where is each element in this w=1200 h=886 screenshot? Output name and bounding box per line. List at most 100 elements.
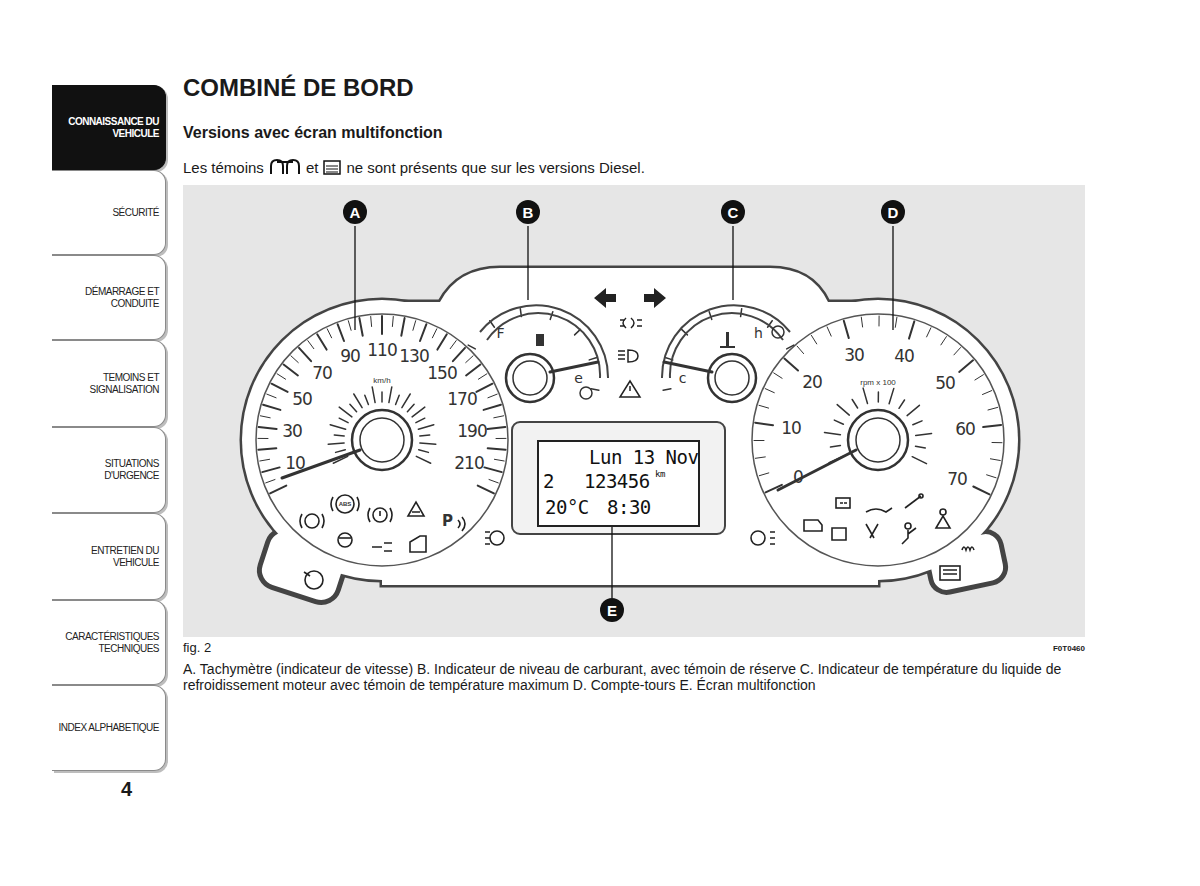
illustration-part [664, 362, 712, 372]
illustration-part [936, 516, 950, 528]
figure-caption: A. Tachymètre (indicateur de vitesse) B.… [183, 661, 1063, 693]
temp-mark: h [754, 325, 762, 341]
illustration-part [759, 405, 769, 408]
speed-number: 170 [447, 389, 476, 409]
parking-letter: P [442, 512, 452, 530]
illustration-part [419, 450, 429, 453]
display-text: km [655, 469, 665, 479]
illustration-part [370, 317, 372, 327]
illustration-part [466, 356, 473, 363]
rpm-number: 20 [802, 372, 822, 392]
illustration-part [266, 480, 275, 483]
illustration-part [831, 446, 841, 448]
illustration-part [478, 374, 487, 379]
illustration-part [271, 160, 299, 174]
illustration-part [354, 226, 355, 330]
illustration-part [916, 433, 932, 435]
illustration-part [715, 361, 749, 395]
illustration-part [327, 329, 331, 338]
illustration-part [755, 423, 773, 426]
temp-mark: c [679, 370, 686, 386]
illustration-part [594, 288, 616, 308]
callout-circle: D [881, 200, 905, 224]
illustration-part [401, 318, 404, 336]
illustration-part [512, 422, 725, 534]
leader-line [611, 527, 612, 598]
illustration-part [618, 318, 642, 397]
illustration-part [466, 365, 480, 376]
illustration-part [416, 418, 425, 423]
speed-number: 130 [399, 346, 428, 366]
body-text: Les témoins [183, 159, 264, 176]
illustration-part [372, 543, 392, 551]
illustration-part [494, 416, 504, 418]
text-line: Les témoins et ne sont présents que sur … [183, 158, 645, 176]
illustration-part [905, 496, 921, 508]
section-tab: DÉMARRAGE ET CONDUITE [52, 255, 166, 340]
illustration-part [836, 498, 850, 508]
callout-circle: E [600, 598, 624, 622]
illustration-part [832, 528, 846, 540]
illustration-part [866, 508, 892, 512]
section-tab: SÉCURITÉ [52, 170, 166, 255]
illustration-part [905, 523, 911, 529]
illustration-part [941, 337, 947, 345]
illustration-part [256, 314, 1004, 566]
speed-number: 110 [367, 340, 396, 360]
rpm-number: 50 [935, 373, 955, 393]
speed-number: 150 [427, 363, 456, 383]
illustration-part [589, 358, 597, 360]
illustration-part [392, 317, 394, 327]
illustration-part [487, 427, 505, 429]
illustration-part [339, 407, 352, 417]
illustration-part [536, 334, 544, 346]
illustration-part [959, 360, 973, 372]
tab-label: TEMOINS ET SIGNALISATION [56, 372, 159, 396]
illustration-part [772, 326, 784, 338]
tab-label: INDEX ALPHABETIQUE [59, 722, 159, 734]
illustration-part [258, 448, 276, 449]
illustration-part [827, 327, 831, 336]
illustration-part [242, 268, 1018, 607]
illustration-part [987, 475, 997, 478]
illustration-part [324, 161, 340, 174]
illustration-part [300, 514, 324, 528]
illustration-part [336, 450, 346, 453]
page-title: COMBINÉ DE BORD [183, 74, 414, 102]
illustration-part [412, 407, 425, 417]
illustration-part [352, 410, 412, 470]
section-tab: CONNAISSANCE DU VEHICULE [52, 85, 166, 170]
illustration-part [360, 418, 404, 462]
illustration-part [784, 359, 798, 371]
rpm-number: 0 [793, 467, 803, 487]
illustration-part [866, 524, 878, 538]
illustration-part [856, 418, 900, 462]
illustration-part [258, 309, 1002, 495]
callout-letter: B [523, 204, 534, 221]
display-text: 2 [543, 470, 554, 492]
multifunction-display: Lun 13 Nov2123456km20°C8:30 [537, 440, 700, 527]
illustration-part [618, 350, 638, 362]
figure-code: F0T0460 [1053, 644, 1085, 653]
illustration-part [420, 443, 436, 444]
illustration-part [183, 185, 1085, 637]
illustration-part [338, 533, 352, 547]
illustration-part [787, 345, 794, 349]
illustration-part [458, 517, 465, 531]
illustration-part [919, 494, 923, 498]
illustration-part [644, 288, 666, 308]
section-tab: SITUATIONS D'URGENCE [52, 427, 166, 513]
fuel-mark: e [574, 370, 582, 386]
illustration-part [765, 389, 774, 393]
illustration-part [270, 486, 286, 494]
speed-number: 90 [340, 346, 360, 366]
illustration-part [916, 446, 926, 448]
section-tab: ENTRETIEN DU VEHICULE [52, 513, 166, 600]
illustration-part [940, 566, 960, 580]
illustration-part [825, 433, 841, 435]
speed-number: 50 [292, 389, 312, 409]
illustration-part [304, 547, 974, 589]
illustration-part [488, 448, 506, 449]
rpm-number: 40 [894, 346, 914, 366]
